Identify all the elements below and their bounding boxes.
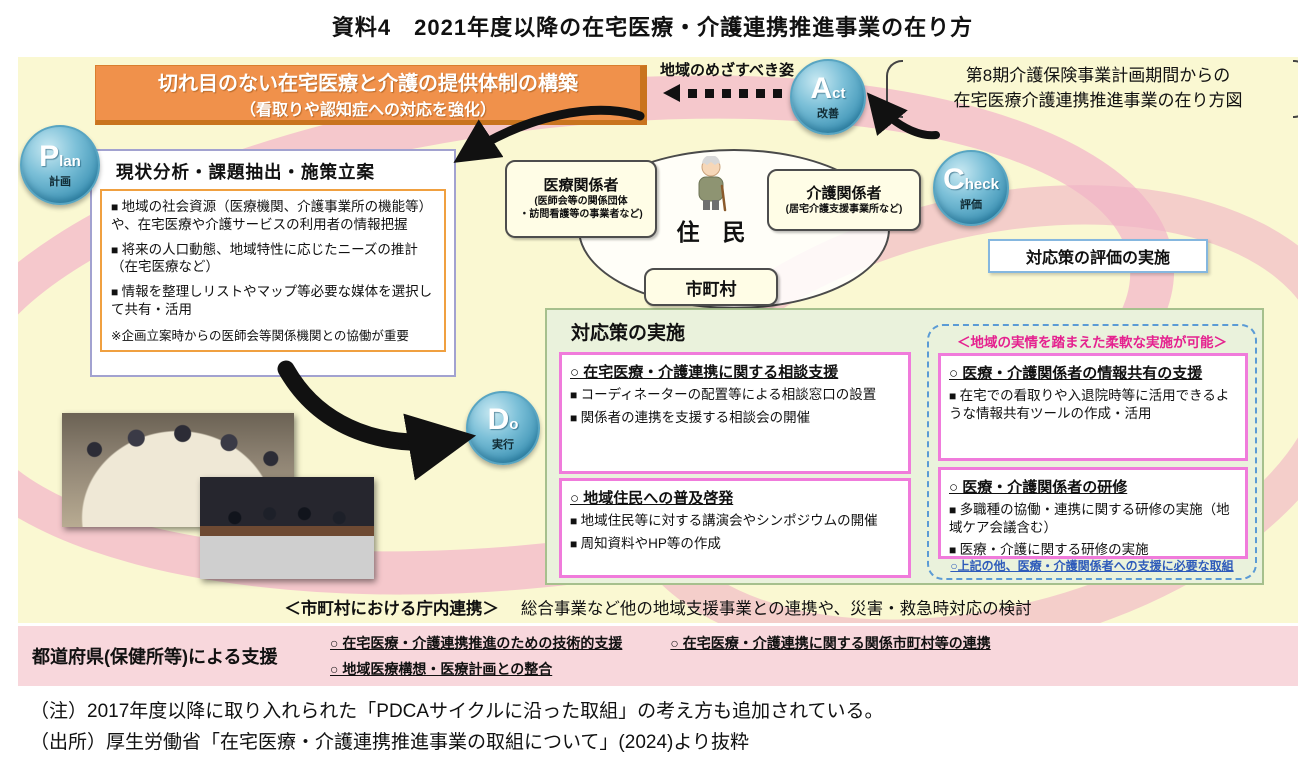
plan-bullet: 地域の社会資源（医療機関、介護事業所の機能等）や、在宅医療や介護サービスの利用者… bbox=[111, 198, 435, 234]
training-bullet: 多職種の協働・連携に関する研修の実施（地域ケア会議含む） bbox=[949, 501, 1237, 536]
flexible-implementation-area: ＜地域の実情を踏まえた柔軟な実施が可能＞ ○ 医療・介護関係者の情報共有の支援 … bbox=[927, 324, 1257, 580]
arrow-plan-to-do bbox=[277, 360, 477, 481]
top-right-note-line1: 第8期介護保険事業計画期間からの bbox=[965, 66, 1231, 86]
training-title: ○ 医療・介護関係者の研修 bbox=[949, 479, 1128, 496]
info-sharing-title: ○ 医療・介護関係者の情報共有の支援 bbox=[949, 365, 1203, 382]
check-label: Check bbox=[943, 162, 999, 196]
medical-sub1: (医師会等の関係団体 bbox=[534, 196, 628, 207]
internal-coordination-line: ＜市町村における庁内連携＞ 総合事業など他の地域支援事業との連携や、災害・救急時対… bbox=[18, 595, 1298, 619]
medical-sub2: ・訪問看護等の事業者など) bbox=[519, 209, 643, 220]
plan-box-header: 現状分析・課題抽出・施策立案 bbox=[116, 162, 375, 182]
internal-coordination-label: ＜市町村における庁内連携＞ bbox=[284, 600, 499, 618]
training-box: ○ 医療・介護関係者の研修 多職種の協働・連携に関する研修の実施（地域ケア会議含… bbox=[938, 467, 1248, 559]
resident-label: 住 民 bbox=[676, 219, 746, 245]
public-awareness-title: ○ 地域住民への普及啓発 bbox=[570, 490, 734, 507]
public-awareness-box: ○ 地域住民への普及啓発 地域住民等に対する講演会やシンポジウムの開催 周知資料… bbox=[559, 478, 911, 578]
municipality-box: 市町村 bbox=[644, 268, 778, 306]
consultation-support-box: ○ 在宅医療・介護連携に関する相談支援 コーディネーターの配置等による相談窓口の… bbox=[559, 352, 911, 474]
meeting-photo-conference bbox=[200, 477, 374, 579]
training-bullet: 医療・介護に関する研修の実施 bbox=[949, 541, 1237, 559]
goal-banner: 切れ目のない在宅医療と介護の提供体制の構築 （看取りや認知症への対応を強化） bbox=[95, 65, 647, 125]
plan-circle: Plan 計画 bbox=[20, 125, 100, 205]
do-circle: Do 実行 bbox=[466, 391, 540, 465]
awareness-bullet: 周知資料やHP等の作成 bbox=[570, 535, 900, 553]
care-stakeholder-box: 介護関係者 (居宅介護支援事業所など) bbox=[767, 169, 921, 231]
plan-label: Plan bbox=[39, 139, 81, 173]
plan-bullet: 情報を整理しリストやマップ等必要な媒体を選択して共有・活用 bbox=[111, 283, 435, 319]
implementation-header: 対応策の実施 bbox=[571, 323, 686, 344]
plan-analysis-box: 現状分析・課題抽出・施策立案 地域の社会資源（医療機関、介護事業所の機能等）や、… bbox=[90, 149, 456, 377]
medical-stakeholder-box: 医療関係者 (医師会等の関係団体 ・訪問看護等の事業者など) bbox=[505, 160, 657, 238]
consultation-support-title: ○ 在宅医療・介護連携に関する相談支援 bbox=[570, 364, 839, 381]
diagram-stage: 切れ目のない在宅医療と介護の提供体制の構築 （看取りや認知症への対応を強化） 地… bbox=[18, 57, 1298, 623]
top-right-note: 第8期介護保険事業計画期間からの 在宅医療介護連携推進事業の在り方図 bbox=[886, 60, 1298, 118]
prefecture-support-item: ○ 在宅医療・介護連携に関する関係市町村等の連携 bbox=[670, 635, 991, 651]
prefecture-support-item: ○ 在宅医療・介護連携推進のための技術的支援 bbox=[330, 635, 623, 651]
implementation-box: 対応策の実施 ○ 在宅医療・介護連携に関する相談支援 コーディネーターの配置等に… bbox=[545, 308, 1264, 585]
plan-box-content: 地域の社会資源（医療機関、介護事業所の機能等）や、在宅医療や介護サービスの利用者… bbox=[100, 189, 446, 353]
top-right-note-line2: 在宅医療介護連携推進事業の在り方図 bbox=[953, 91, 1243, 110]
consultation-bullet: 関係者の連携を支援する相談会の開催 bbox=[570, 409, 900, 427]
footnote-source: （出所）厚生労働省「在宅医療・介護連携推進事業の取組について」(2024)より抜… bbox=[30, 732, 749, 753]
prefecture-support-item: ○ 地域医療構想・医療計画との整合 bbox=[330, 661, 553, 677]
evaluation-box: 対応策の評価の実施 bbox=[988, 239, 1208, 273]
goal-banner-line2: （看取りや認知症への対応を強化） bbox=[239, 101, 496, 119]
do-label: Do bbox=[487, 402, 519, 436]
dashed-arrow-to-vision bbox=[663, 84, 782, 102]
prefecture-support-band: 都道府県(保健所等)による支援 ○ 在宅医療・介護連携推進のための技術的支援 ○… bbox=[18, 626, 1298, 686]
consultation-bullet: コーディネーターの配置等による相談窓口の設置 bbox=[570, 386, 900, 404]
page-title: 資料4 2021年度以降の在宅医療・介護連携推進事業の在り方 bbox=[331, 15, 974, 40]
elderly-person-icon bbox=[690, 155, 732, 217]
awareness-bullet: 地域住民等に対する講演会やシンポジウムの開催 bbox=[570, 512, 900, 530]
other-support-note: ○上記の他、医療・介護関係者への支援に必要な取組 bbox=[950, 559, 1234, 573]
check-label-ja: 評価 bbox=[960, 198, 982, 211]
act-label-ja: 改善 bbox=[817, 107, 839, 120]
internal-coordination-text: 総合事業など他の地域支援事業との連携や、災害・救急時対応の検討 bbox=[520, 600, 1032, 618]
prefecture-support-label: 都道府県(保健所等)による支援 bbox=[32, 647, 278, 667]
care-title: 介護関係者 bbox=[806, 184, 882, 202]
footnote-note: （注）2017年度以降に取り入れられた「PDCAサイクルに沿った取組」の考え方も… bbox=[30, 701, 884, 722]
care-sub: (居宅介護支援事業所など) bbox=[785, 203, 903, 215]
arrowhead-left-icon bbox=[663, 84, 680, 102]
plan-label-ja: 計画 bbox=[49, 175, 71, 188]
plan-box-note: ※企画立案時からの医師会等関係機関との協働が重要 bbox=[111, 328, 409, 343]
check-circle: Check 評価 bbox=[933, 150, 1009, 226]
act-label: Act bbox=[810, 71, 846, 105]
plan-bullet: 将来の人口動態、地域特性に応じたニーズの推計（在宅医療など） bbox=[111, 241, 435, 277]
act-circle: Act 改善 bbox=[790, 59, 866, 135]
info-sharing-bullet: 在宅での看取りや入退院時等に活用できるような情報共有ツールの作成・活用 bbox=[949, 387, 1237, 422]
vision-label: 地域のめざすべき姿 bbox=[660, 62, 794, 79]
medical-title: 医療関係者 bbox=[543, 177, 619, 194]
do-label-ja: 実行 bbox=[492, 438, 514, 451]
arrow-note-to-act bbox=[866, 92, 940, 140]
goal-banner-line1: 切れ目のない在宅医療と介護の提供体制の構築 bbox=[158, 72, 578, 95]
info-sharing-box: ○ 医療・介護関係者の情報共有の支援 在宅での看取りや入退院時等に活用できるよう… bbox=[938, 353, 1248, 461]
prefecture-support-items: ○ 在宅医療・介護連携推進のための技術的支援 ○ 在宅医療・介護連携に関する関係… bbox=[330, 633, 1280, 685]
arrow-act-to-plan bbox=[453, 105, 645, 163]
flexible-implementation-note: ＜地域の実情を踏まえた柔軟な実施が可能＞ bbox=[957, 335, 1227, 350]
